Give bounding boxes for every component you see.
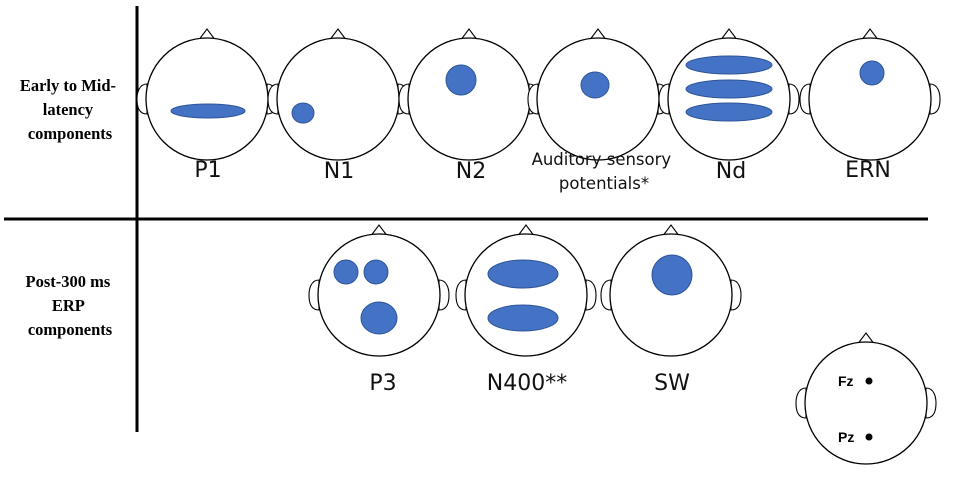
- topography-p3-parietal: [360, 301, 398, 335]
- topography-nd-central: [685, 79, 773, 99]
- head-n400: [455, 224, 597, 357]
- topography-ern-frontocentral: [859, 60, 885, 86]
- label-sw: SW: [654, 371, 690, 396]
- topography-p1-occipital: [170, 103, 246, 119]
- label-n2: N2: [456, 159, 486, 184]
- label-n1: N1: [324, 159, 354, 184]
- electrode-label-fz: Fz: [838, 373, 854, 389]
- electrode-dot-fz: [865, 377, 873, 385]
- topography-nd-frontal: [685, 55, 773, 75]
- topography-nd-parietal: [685, 102, 773, 122]
- label-p3: P3: [369, 371, 396, 396]
- electrode-label-pz: Pz: [838, 429, 854, 445]
- topography-n1-lateral: [291, 102, 315, 124]
- topography-n400-parietal: [487, 304, 559, 332]
- label-n400: N400**: [487, 371, 567, 396]
- topography-p3-right-frontal: [363, 259, 389, 285]
- topography-auditory-central: [580, 71, 610, 99]
- label-auditory-sensory-potentials: Auditory sensory potentials*: [532, 150, 677, 193]
- head-n1: [267, 28, 409, 161]
- head-reference-electrodes: [795, 332, 937, 465]
- head-p3: [308, 224, 450, 357]
- electrode-dot-pz: [865, 433, 873, 441]
- head-n2: [398, 28, 540, 161]
- row-label-post: Post-300 ms ERP components: [26, 272, 115, 339]
- head-p1: [136, 28, 278, 161]
- head-auditory-sensory-potentials: [527, 28, 669, 161]
- head-nd: [658, 28, 800, 161]
- label-ern: ERN: [845, 158, 891, 183]
- topography-n400-frontal: [487, 259, 559, 289]
- label-nd: Nd: [716, 159, 746, 184]
- topography-p3-left-frontal: [333, 259, 359, 285]
- label-p1: P1: [194, 158, 221, 183]
- head-sw: [600, 224, 742, 357]
- row-label-early: Early to Mid- latency components: [20, 76, 120, 143]
- topography-n2-frontocentral: [445, 64, 477, 96]
- head-ern: [799, 28, 941, 161]
- topography-sw-frontal: [651, 254, 693, 296]
